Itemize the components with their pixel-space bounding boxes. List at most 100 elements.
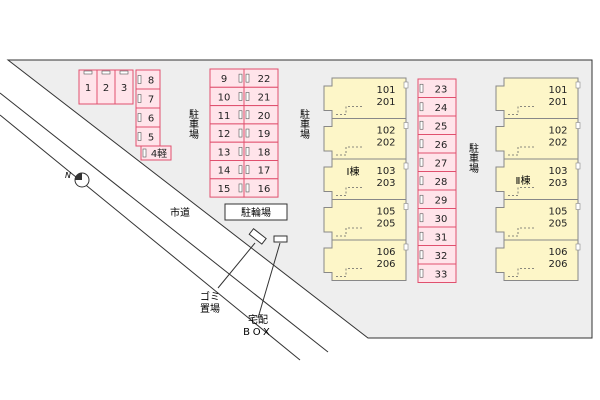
building-1-label: Ⅰ棟 bbox=[347, 165, 360, 178]
parking-stall-11-marker bbox=[238, 110, 243, 120]
parking-stall-9-label: 9 bbox=[221, 74, 227, 85]
parking-stall-2-marker bbox=[101, 70, 111, 75]
parking-stall-26: 26 bbox=[417, 134, 457, 154]
building-2-unit-105-outline bbox=[495, 199, 579, 241]
building-1-unit-106-lower-number: 106 bbox=[376, 247, 395, 258]
parking-stall-24-marker bbox=[419, 102, 424, 112]
building-2-unit-101-lower-number: 101 bbox=[548, 85, 567, 96]
parking-stall-7-label: 7 bbox=[148, 95, 154, 106]
parking-stall-25: 25 bbox=[417, 115, 457, 135]
parking-stall-10-label: 10 bbox=[218, 92, 231, 103]
parking-stall-6-marker bbox=[137, 113, 142, 122]
parking-stall-15-label: 15 bbox=[218, 184, 231, 195]
building-1-unit-101-balcony bbox=[336, 106, 364, 115]
parking-stall-18-marker bbox=[245, 147, 250, 156]
parking-stall-22-marker bbox=[245, 73, 250, 83]
building-2-unit-103-lower-number: 103 bbox=[548, 166, 567, 177]
parking-stall-19: 19 bbox=[243, 123, 279, 143]
building-1-unit-103-door bbox=[403, 162, 409, 170]
parking-stall-15-marker bbox=[238, 183, 243, 193]
parking-stall-25-marker bbox=[419, 120, 424, 130]
building-1-unit-105-door bbox=[403, 203, 409, 210]
parking-stall-3: 3 bbox=[114, 69, 134, 105]
parking-stall-16-label: 16 bbox=[258, 184, 271, 195]
parking-stall-10-marker bbox=[238, 92, 243, 101]
building-2-unit-206-upper-number: 206 bbox=[548, 259, 567, 270]
building-1-unit-102-outline bbox=[323, 118, 407, 160]
parking-stall-29-label: 29 bbox=[435, 195, 448, 206]
building-1-unit-106-outline bbox=[323, 239, 407, 281]
parking-stall-28-marker bbox=[419, 176, 424, 186]
parking-stall-13: 13 bbox=[209, 141, 245, 161]
parking-stall-29: 29 bbox=[417, 189, 457, 209]
parking-stall-14-label: 14 bbox=[218, 166, 231, 177]
parking-stall-9-marker bbox=[238, 73, 243, 83]
north-compass: N bbox=[65, 171, 90, 188]
building-2-unit-102-door bbox=[575, 122, 581, 129]
delivery-box bbox=[273, 235, 288, 243]
parking-label-b: 駐車場 bbox=[298, 108, 310, 140]
parking-stall-28: 28 bbox=[417, 171, 457, 191]
parking-stall-5: 5 bbox=[135, 126, 161, 147]
parking-stall-27-marker bbox=[419, 157, 424, 167]
parking-stall-1: 1 bbox=[78, 69, 98, 105]
parking-stall-17: 17 bbox=[243, 160, 279, 180]
parking-stall-18: 18 bbox=[243, 141, 279, 161]
building-1-unit-203-upper-number: 203 bbox=[376, 178, 395, 189]
building-1-unit-106-balcony bbox=[336, 268, 364, 277]
parking-stall-25-label: 25 bbox=[435, 121, 448, 132]
building-1-unit-202-upper-number: 202 bbox=[376, 138, 395, 149]
parking-stall-26-marker bbox=[419, 139, 424, 149]
parking-stall-10: 10 bbox=[209, 86, 245, 107]
parking-stall-16: 16 bbox=[243, 178, 279, 198]
building-1-unit-105-balcony bbox=[336, 227, 364, 237]
building-2-unit-101-balcony bbox=[508, 106, 536, 115]
building-2-unit-201-upper-number: 201 bbox=[548, 97, 567, 108]
parking-stall-33-label: 33 bbox=[435, 269, 448, 280]
parking-stall-32-marker bbox=[419, 250, 424, 260]
parking-stall-14-marker bbox=[238, 165, 243, 174]
parking-stall-1-marker bbox=[83, 70, 93, 75]
parking-stall-20-marker bbox=[245, 110, 250, 120]
parking-stall-4-kei-marker bbox=[142, 148, 147, 158]
building-2-unit-103-outline bbox=[495, 158, 579, 200]
parking-stall-17-label: 17 bbox=[258, 166, 271, 177]
parking-stall-22: 22 bbox=[243, 68, 279, 88]
parking-stall-23: 23 bbox=[417, 78, 457, 98]
building-2-unit-102-lower-number: 102 bbox=[548, 126, 567, 137]
garbage-leader-line bbox=[217, 242, 256, 289]
building-2-unit-106-lower-number: 106 bbox=[548, 247, 567, 258]
garbage-area-box bbox=[248, 228, 267, 245]
compass-half-icon bbox=[75, 173, 82, 180]
parking-stall-11: 11 bbox=[209, 105, 245, 125]
parking-stall-8: 8 bbox=[135, 69, 161, 90]
parking-stall-27: 27 bbox=[417, 152, 457, 172]
building-1-unit-105-lower-number: 105 bbox=[376, 207, 395, 218]
parking-stall-21: 21 bbox=[243, 86, 279, 107]
parking-stall-13-label: 13 bbox=[218, 147, 231, 158]
parking-stall-12-marker bbox=[238, 128, 243, 138]
building-1-unit-102-door bbox=[403, 122, 409, 129]
parking-stall-11-label: 11 bbox=[218, 111, 231, 122]
garbage-label-1: ゴミ bbox=[200, 290, 220, 303]
parking-stall-15: 15 bbox=[209, 178, 245, 198]
delivery-label-2: BOX bbox=[243, 327, 273, 338]
parking-stall-4-kei-label: 4軽 bbox=[151, 148, 167, 160]
building-2-unit-106-door bbox=[575, 243, 581, 251]
parking-stall-12-label: 12 bbox=[218, 129, 231, 140]
parking-stall-17-marker bbox=[245, 165, 250, 174]
parking-stall-19-label: 19 bbox=[258, 129, 271, 140]
parking-stall-14: 14 bbox=[209, 160, 245, 180]
building-1-unit-102-balcony bbox=[336, 146, 364, 156]
